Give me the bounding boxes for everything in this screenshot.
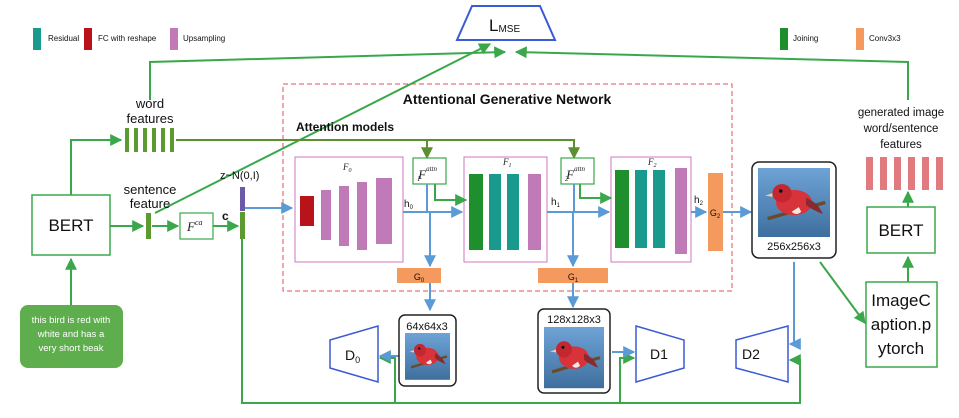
generated-feature-bars (866, 157, 943, 190)
upsample-layer (321, 190, 331, 240)
resolution-128-label: 128x128x3 (547, 314, 601, 326)
fca-label: Fca (186, 218, 203, 234)
loss-arrows (149, 43, 909, 214)
c-label: c (222, 209, 229, 223)
f0-block: F0 (294, 156, 404, 263)
flow-arrows (378, 184, 801, 362)
resolution-256-label: 256x256x3 (767, 241, 821, 253)
captioner-box (865, 281, 938, 368)
legend-residual-label: Residual (48, 34, 79, 43)
f1-block: F1 (463, 156, 548, 263)
d0-shape (329, 325, 379, 383)
condition-arrows (241, 202, 801, 404)
f2-label: F2 (647, 157, 657, 169)
fca-box (179, 212, 214, 240)
bert-right-box (866, 206, 936, 254)
word-feature-bars (125, 128, 174, 152)
attn2-box (560, 157, 595, 185)
legend-residual-swatch (33, 28, 41, 50)
attn1-box (412, 157, 447, 185)
loss-label: LMSE (489, 16, 520, 35)
residual-layer (653, 170, 665, 248)
resolution-64-label: 64x64x3 (406, 321, 448, 333)
d1-label: D1 (650, 346, 668, 362)
d2-shape (735, 325, 789, 383)
attention-models-label: Attention models (296, 120, 394, 134)
legend-conv-swatch (856, 28, 864, 50)
legend-upsampling-label: Upsampling (183, 34, 225, 43)
residual-layer (507, 174, 519, 250)
legend-fc-swatch (84, 28, 92, 50)
f2-block: F2 (610, 156, 692, 263)
fc-layer (300, 196, 314, 226)
sentence-feature-bar (146, 213, 151, 239)
discriminator-1: D1 (635, 325, 685, 383)
output-128: 128x128x3 (537, 308, 611, 394)
g0-label: G0 (414, 272, 425, 284)
bird-image-256 (756, 166, 832, 239)
noise-label: z~N(0,I) (220, 170, 259, 182)
legend: Residual FC with reshape Upsampling Join… (33, 28, 901, 50)
bert-right-label: BERT (878, 221, 923, 240)
upsample-layer (357, 182, 367, 250)
g1-conv (538, 268, 608, 283)
d0-label: D0 (345, 347, 360, 365)
legend-upsampling-swatch (170, 28, 178, 50)
f0-label: F0 (342, 162, 352, 174)
upsample-layer (528, 174, 541, 250)
output-64: 64x64x3 (398, 314, 457, 387)
input-arrows (65, 134, 580, 305)
output-256: 256x256x3 (751, 161, 837, 259)
joining-layer (615, 170, 629, 248)
residual-layer (635, 170, 647, 248)
joining-layer (469, 174, 483, 250)
agn-title: Attentional Generative Network (403, 91, 612, 107)
bird-image-128 (542, 325, 606, 390)
noise-bar (240, 187, 245, 211)
bird-image-64 (403, 331, 452, 381)
h2-label: h2 (694, 195, 704, 207)
d1-shape (635, 325, 685, 383)
condition-bar (240, 212, 245, 239)
d2-label: D2 (742, 346, 760, 362)
g2-label: G2 (710, 208, 721, 220)
residual-layer (489, 174, 501, 250)
g2-conv (708, 173, 723, 251)
upsample-layer (675, 168, 687, 254)
legend-joining-label: Joining (793, 34, 818, 43)
g0-conv (397, 268, 441, 283)
agn-frame (282, 83, 733, 292)
bert-encoder-label: BERT (48, 216, 93, 235)
loss-trapezoid (455, 5, 557, 41)
g1-label: G1 (568, 272, 579, 284)
upsample-layer (339, 186, 349, 246)
discriminator-0: D0 (329, 325, 379, 383)
mse-loss-block: LMSE (455, 5, 557, 41)
legend-joining-swatch (780, 28, 788, 50)
legend-fc-label: FC with reshape (98, 34, 157, 43)
upsample-layer (376, 178, 392, 244)
legend-conv-label: Conv3x3 (869, 34, 901, 43)
discriminator-2: D2 (735, 325, 789, 383)
bert-encoder-box (31, 194, 111, 256)
caption-bubble (20, 305, 123, 368)
attention-arrows (434, 184, 613, 206)
h0-label: h0 (404, 199, 414, 211)
h1-label: h1 (551, 197, 561, 209)
f1-label: F1 (502, 157, 512, 169)
